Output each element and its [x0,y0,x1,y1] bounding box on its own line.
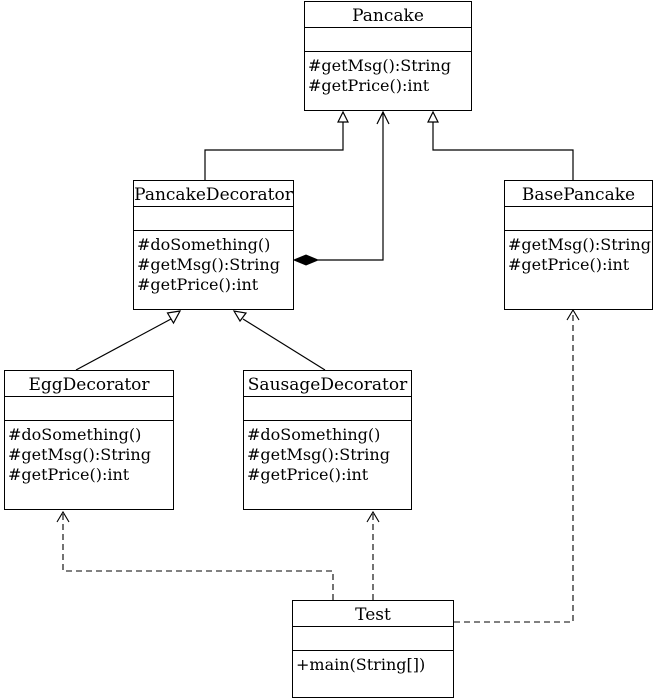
operations-compartment: +main(String[]) [293,651,453,675]
attributes-compartment [5,397,173,421]
operation: +main(String[]) [296,655,426,674]
class-sausage-decorator: SausageDecorator #doSomething() #getMsg(… [243,370,412,510]
dependency-line-test-eggdecorator [62,512,334,600]
open-arrowhead-icon [366,510,380,523]
operation: #getPrice():int [8,465,130,484]
operation: #doSomething() [137,235,271,254]
dependency-line-test-basepancake [454,310,574,623]
generalization-arrowhead-icon [337,110,349,123]
operation: #getPrice():int [247,465,369,484]
class-name: BasePancake [505,181,652,207]
class-pancake-decorator: PancakeDecorator #doSomething() #getMsg(… [133,180,294,310]
generalization-arrowhead-icon [166,310,182,325]
attributes-compartment [134,207,293,231]
operation: #getMsg():String [247,445,390,464]
class-test: Test +main(String[]) [292,600,454,698]
operations-compartment: #doSomething() #getMsg():String #getPric… [134,231,293,295]
generalization-line-pancakedecorator-pancake [204,122,344,180]
open-arrowhead-icon [56,510,70,523]
class-pancake: Pancake #getMsg():String #getPrice():int [304,1,472,111]
attributes-compartment [305,28,471,52]
operations-compartment: #doSomething() #getMsg():String #getPric… [5,421,173,485]
composition-line-pancakedecorator-pancake [318,112,384,261]
operation: #getMsg():String [308,56,451,75]
operation: #getPrice():int [308,76,430,95]
class-name: SausageDecorator [244,371,411,397]
class-name: Test [293,601,453,627]
operation: #getPrice():int [508,255,630,274]
open-arrowhead-icon [376,110,390,125]
operation: #getMsg():String [8,445,151,464]
attributes-compartment [293,627,453,651]
generalization-line-eggdecorator-pancakedecorator [75,318,172,371]
operation: #getMsg():String [508,235,651,254]
open-arrowhead-icon [566,308,580,321]
class-name: PancakeDecorator [134,181,293,207]
operations-compartment: #getMsg():String #getPrice():int [505,231,652,275]
operations-compartment: #doSomething() #getMsg():String #getPric… [244,421,411,485]
operation: #getMsg():String [137,255,280,274]
class-egg-decorator: EggDecorator #doSomething() #getMsg():St… [4,370,174,510]
operation: #getPrice():int [137,275,259,294]
operations-compartment: #getMsg():String #getPrice():int [305,52,471,96]
generalization-line-basepancake-pancake [432,122,574,180]
class-name: Pancake [305,2,471,28]
class-name: EggDecorator [5,371,173,397]
composition-diamond-icon [292,254,320,266]
class-base-pancake: BasePancake #getMsg():String #getPrice()… [504,180,653,310]
generalization-arrowhead-icon [427,110,439,123]
generalization-line-sausagedecorator-pancakedecorator [242,318,326,371]
generalization-arrowhead-icon [232,310,248,323]
operation: #doSomething() [247,425,381,444]
operation: #doSomething() [8,425,142,444]
attributes-compartment [505,207,652,231]
attributes-compartment [244,397,411,421]
